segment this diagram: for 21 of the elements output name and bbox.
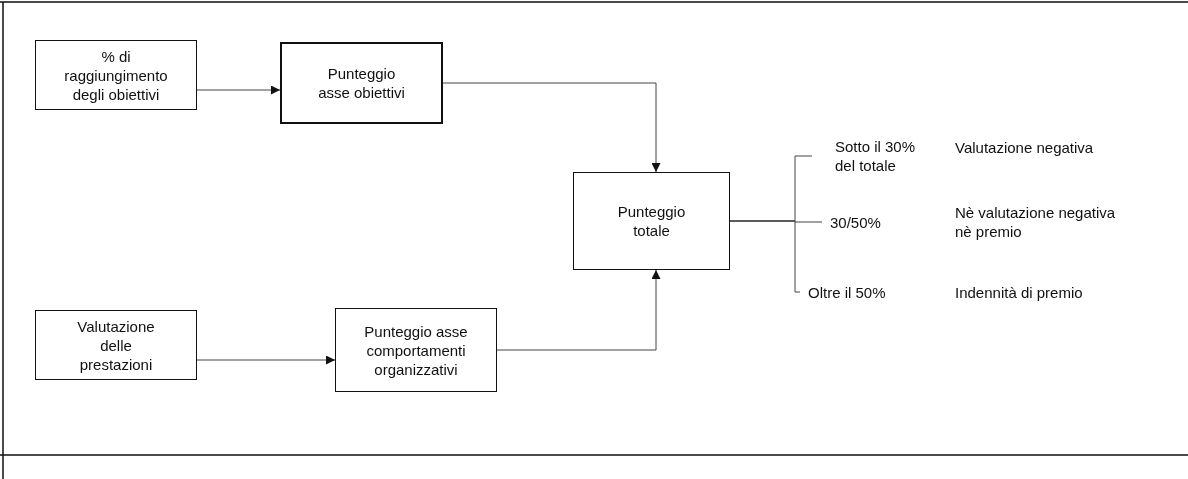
range-label: Sotto il 30% del totale — [835, 137, 917, 175]
outcome-label: Indennità di premio — [955, 283, 1083, 302]
process-box — [335, 308, 497, 392]
process-box — [35, 40, 197, 110]
arrow — [196, 355, 336, 365]
range-label: Oltre il 50% — [808, 282, 886, 302]
outcome-label: Nè valutazione negativa nè premio — [955, 203, 1117, 241]
connector-line — [729, 220, 801, 293]
outcome-label: Valutazione negativa — [955, 138, 1094, 157]
arrow — [196, 85, 281, 95]
box-label: Punteggio totale — [616, 202, 687, 240]
box-label: % di raggiungimento degli obiettivi — [63, 46, 169, 104]
box-label: Valutazione delle prestazioni — [76, 316, 156, 374]
arrow — [442, 82, 661, 173]
range-label: 30/50% — [830, 212, 881, 232]
process-box — [280, 42, 443, 124]
process-box — [573, 172, 730, 270]
process-box — [35, 310, 197, 380]
box-label: Punteggio asse obiettivi — [317, 64, 406, 102]
arrow — [496, 269, 661, 351]
box-label: Punteggio asse comportamenti organizzativi — [363, 321, 469, 379]
